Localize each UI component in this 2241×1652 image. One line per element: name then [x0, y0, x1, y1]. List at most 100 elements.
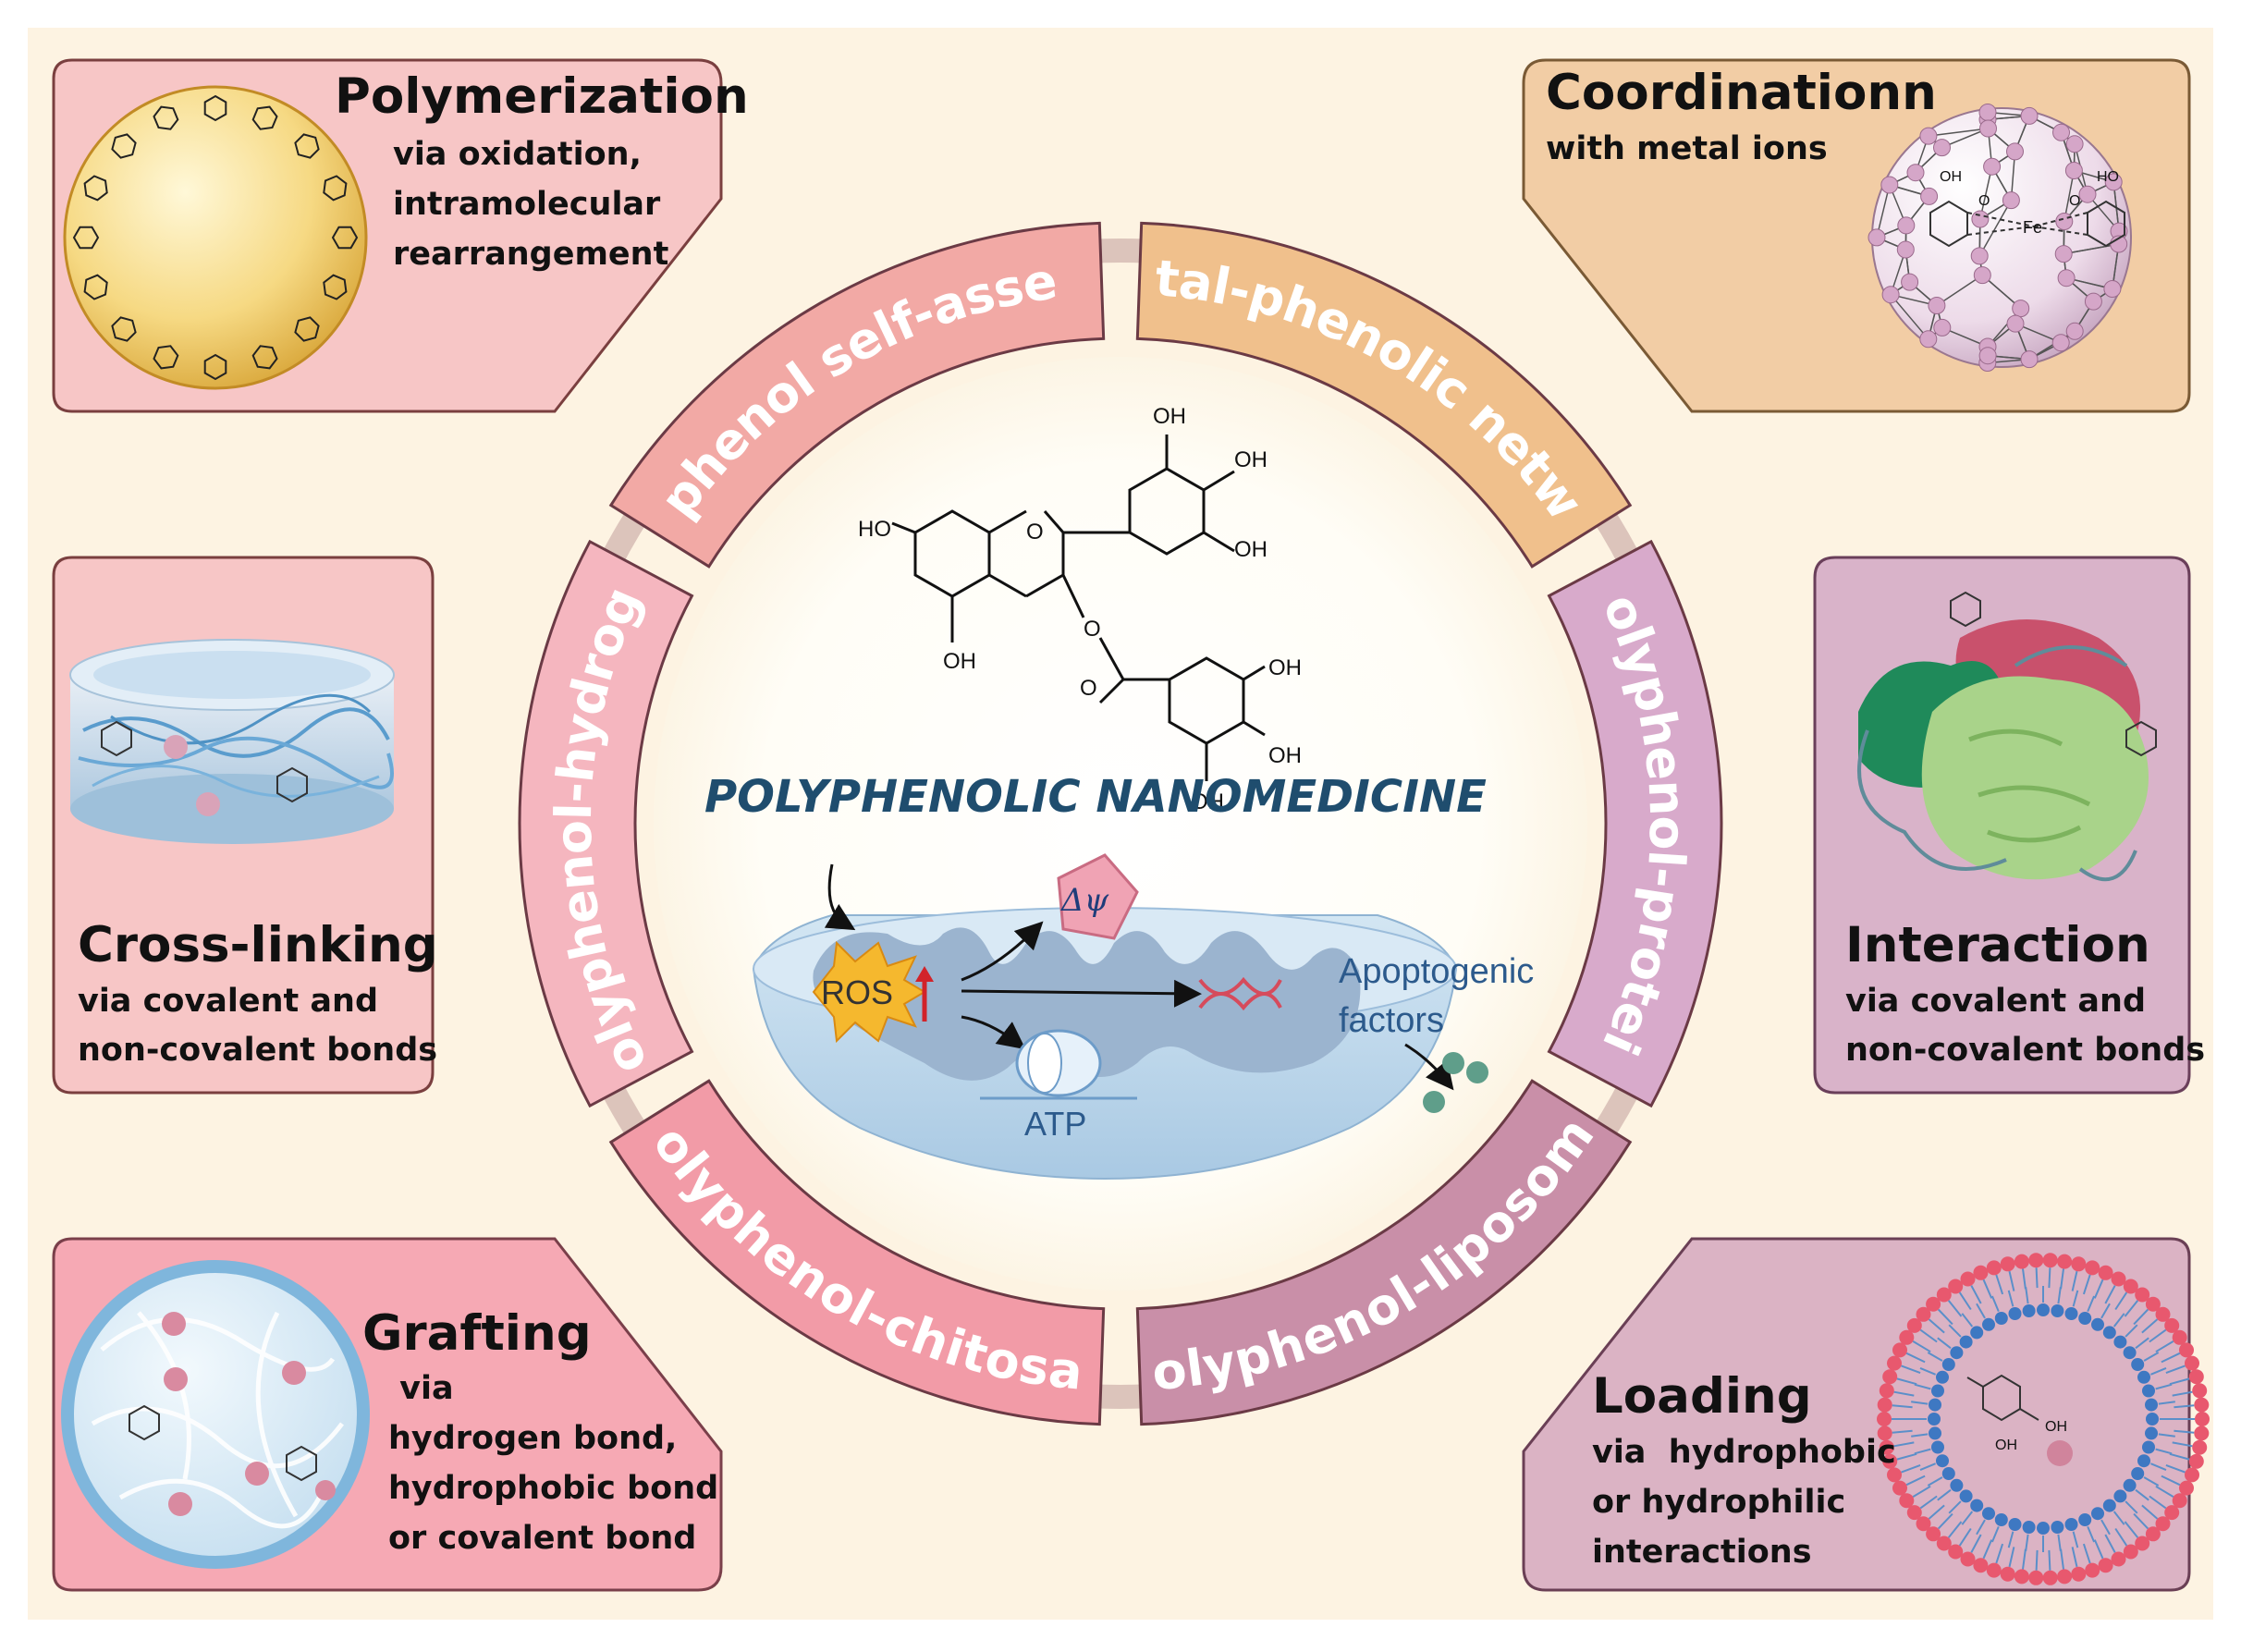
crosslinking-line-1: via covalent and [78, 983, 378, 1020]
egcg-label-ho-left: HO [858, 517, 891, 542]
egcg-label-oh-lower-2: OH [1268, 743, 1302, 768]
coordination-o-label-2: O [2069, 193, 2080, 209]
lipid-head-inner [2023, 1304, 2036, 1317]
lipid-head-outer [2028, 1253, 2043, 1267]
cage-node [2013, 300, 2029, 317]
lipid-head-outer [2192, 1383, 2207, 1398]
lipid-head-inner [2131, 1358, 2144, 1371]
lipid-head-outer [2001, 1256, 2015, 1271]
lipid-head-outer [2014, 1569, 2029, 1584]
lipid-head-inner [2065, 1518, 2078, 1531]
cage-node [1979, 348, 1996, 364]
lipid-head-inner [2137, 1454, 2150, 1467]
polymerization-line-2: intramolecular [393, 186, 661, 223]
lipid-head-outer [1987, 1563, 2002, 1578]
cage-node [1920, 128, 1937, 144]
loading-oh-label-1: OH [2045, 1419, 2067, 1435]
lipid-head-outer [2085, 1260, 2100, 1275]
lipid-head-outer [2179, 1342, 2194, 1357]
loading-oh-label-2: OH [1995, 1438, 2017, 1453]
lipid-head-inner [2113, 1336, 2126, 1349]
cage-node [2021, 351, 2038, 368]
lipid-head-outer [2071, 1256, 2086, 1271]
cage-node [1920, 331, 1937, 348]
lipid-head-inner [2009, 1518, 2022, 1531]
cage-node [2104, 281, 2121, 298]
lipid-head-inner [2145, 1399, 2158, 1412]
loading-cargo [2047, 1440, 2073, 1466]
lipid-tail [2049, 1267, 2050, 1288]
lipid-head-inner [2137, 1371, 2150, 1384]
lipid-head-inner [1960, 1489, 1973, 1502]
lipid-head-inner [1950, 1346, 1963, 1359]
coordination-oh-label: OH [1940, 169, 1962, 185]
cage-node [2053, 124, 2070, 141]
atp-label: ATP [1024, 1105, 1086, 1143]
cage-node [1929, 298, 1945, 314]
cage-node [2085, 293, 2101, 310]
lipid-head-outer [1961, 1272, 1976, 1287]
cage-node [2021, 107, 2038, 124]
lipid-head-inner [1970, 1326, 1983, 1339]
apoptogenic-label-2: factors [1339, 1001, 1444, 1040]
lipid-head-inner [1936, 1454, 1949, 1467]
lipid-head-outer [2099, 1558, 2113, 1572]
lipid-head-outer [2189, 1454, 2204, 1469]
lipid-head-outer [2085, 1563, 2100, 1578]
lipid-head-inner [2103, 1499, 2116, 1512]
lipid-head-inner [2146, 1413, 2159, 1426]
lipid-head-inner [2037, 1303, 2050, 1316]
egcg-label-o-carbonyl: O [1080, 676, 1097, 701]
lipid-tail [2049, 1550, 2050, 1571]
lipid-head-outer [1948, 1279, 1963, 1294]
lipid-tail [2037, 1550, 2038, 1571]
cage-node [1971, 248, 1988, 264]
cage-node [2066, 323, 2083, 339]
lipid-head-inner [2124, 1346, 2137, 1359]
lipid-head-inner [2037, 1522, 2050, 1535]
crosslinking-line-2: non-covalent bonds [78, 1032, 437, 1069]
crosslinking-title: Cross-linking [78, 917, 438, 973]
cage-node [2052, 335, 2069, 351]
coordination-ho-label: HO [2097, 169, 2119, 185]
polymerization-line-1: via oxidation, [393, 136, 642, 173]
coordination-fe-label: Fe [2023, 218, 2042, 237]
lipid-head-outer [2194, 1398, 2209, 1413]
cage-node [2002, 192, 2019, 209]
egcg-label-oh-right-1: OH [1234, 447, 1267, 472]
lipid-head-outer [2124, 1545, 2138, 1560]
cage-node [1897, 241, 1914, 258]
cage-node [1881, 177, 1898, 193]
cage-node [1921, 188, 1938, 204]
cage-node [2058, 270, 2075, 287]
lipid-head-outer [1892, 1342, 1907, 1357]
cage-node [2065, 163, 2082, 179]
lipid-head-inner [1995, 1312, 2008, 1325]
lipid-head-outer [1987, 1260, 2002, 1275]
lipid-head-outer [2194, 1426, 2209, 1440]
lipid-head-outer [1961, 1552, 1976, 1567]
lipid-head-outer [1973, 1266, 1988, 1280]
lipid-head-inner [1931, 1385, 1944, 1398]
lipid-head-inner [1982, 1318, 1995, 1331]
grafting-line-2: hydrogen bond, [388, 1420, 677, 1457]
cage-node [1868, 229, 1885, 246]
lipid-head-outer [2043, 1253, 2058, 1267]
cage-node [1979, 104, 1996, 121]
lipid-head-inner [1970, 1499, 1983, 1512]
lipid-head-inner [1942, 1467, 1955, 1480]
grafting-title: Grafting [362, 1305, 592, 1362]
cage-node [1898, 217, 1915, 234]
loading-line-1: via hydrophobic [1592, 1434, 1896, 1471]
lipid-head-inner [2009, 1307, 2022, 1320]
lipid-head-inner [2142, 1385, 2155, 1398]
cage-node [2066, 136, 2083, 153]
egcg-label-o-ring: O [1026, 520, 1044, 545]
lipid-head-inner [1929, 1399, 1941, 1412]
coordination-title: Coordinationn [1546, 65, 1937, 121]
lipid-head-inner [2131, 1467, 2144, 1480]
lipid-head-outer [1887, 1356, 1902, 1371]
lipid-head-inner [1982, 1507, 1995, 1520]
lipid-head-outer [2014, 1254, 2029, 1269]
